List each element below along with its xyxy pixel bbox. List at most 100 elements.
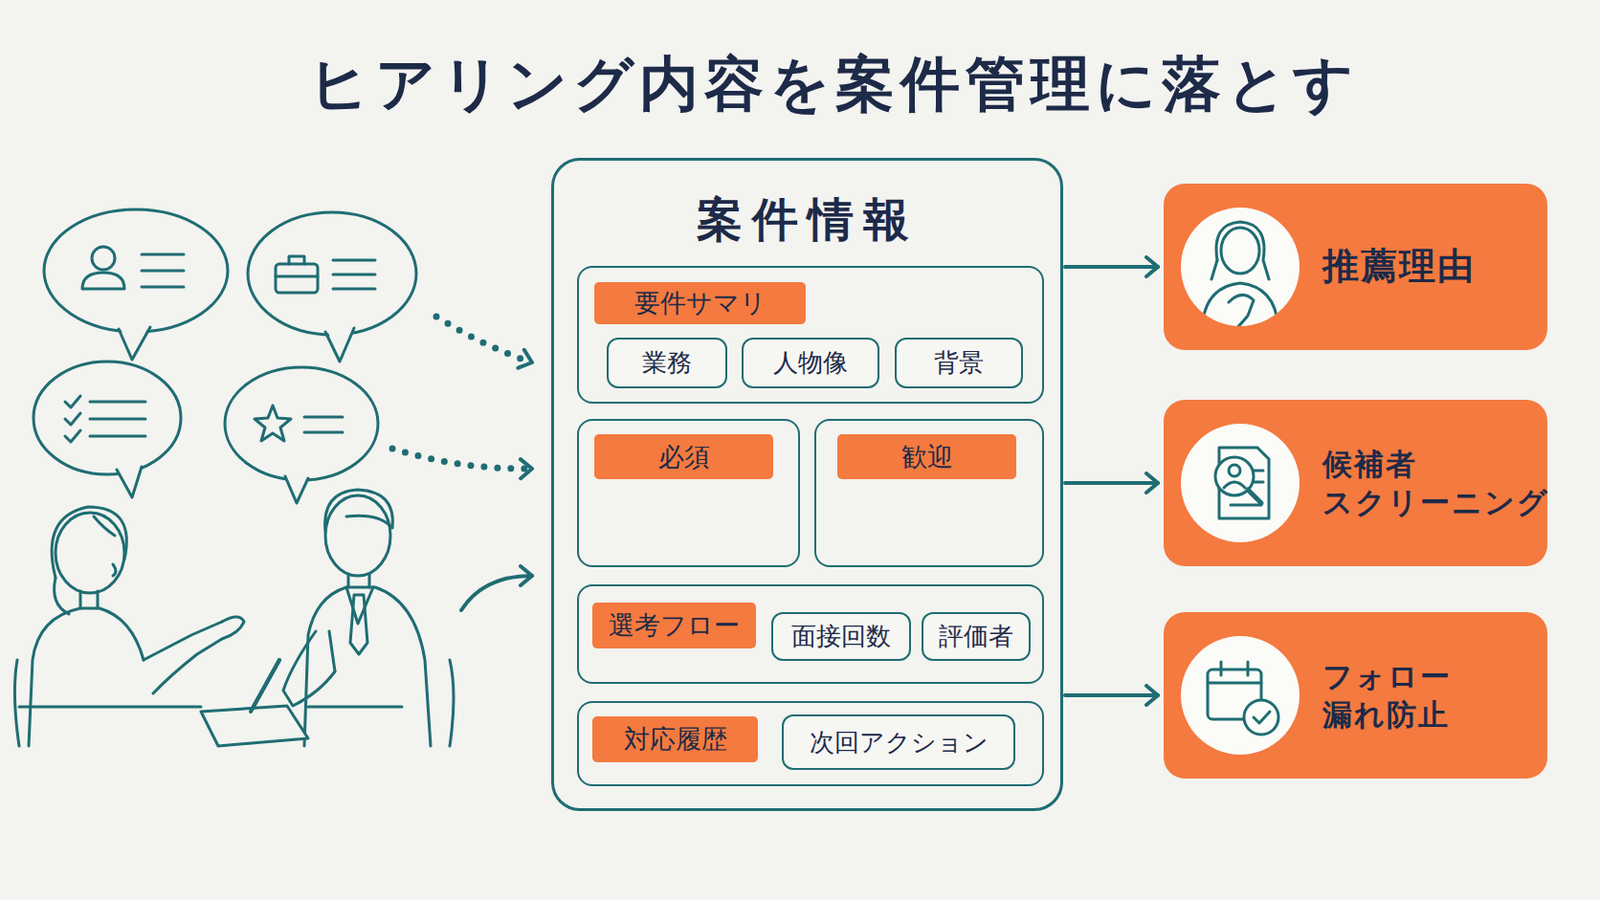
person-figure <box>347 574 351 588</box>
person-figure <box>350 595 368 655</box>
section-tag: 選考フロー <box>592 602 756 649</box>
person-figure <box>250 660 280 712</box>
person-figure <box>200 706 309 747</box>
speech-bubble <box>141 253 184 257</box>
speech-bubble <box>118 327 151 360</box>
node-label: 評価者 <box>923 614 1029 660</box>
node-label: 候補者 スクリーニング <box>1322 400 1553 567</box>
node-label: フォロー 漏れ防止 <box>1322 612 1553 779</box>
speech-bubble <box>247 212 417 362</box>
person-figure <box>325 489 394 533</box>
person-figure <box>329 631 335 672</box>
section-tag: 必須 <box>594 434 774 480</box>
speech-bubble <box>65 430 81 443</box>
speech-bubble <box>89 418 146 422</box>
speech-bubble <box>275 264 318 293</box>
section-box: 必須 <box>577 419 800 568</box>
speech-bubble <box>89 435 146 439</box>
speech-bubble <box>283 470 312 504</box>
node-label: 面接回数 <box>773 614 910 660</box>
person-figure <box>55 512 125 594</box>
diagram-title: ヒアリング内容を案件管理に落とす <box>309 44 1359 125</box>
speech-bubble <box>114 461 144 498</box>
person-figure <box>112 564 116 577</box>
person-figure <box>250 660 280 712</box>
field-box: 業務 <box>606 337 728 389</box>
speech-bubble <box>304 416 343 420</box>
person-figure <box>143 622 223 661</box>
person-figure <box>346 587 374 624</box>
person-figure <box>93 516 115 536</box>
speech-bubble <box>247 212 417 335</box>
field-box: 背景 <box>894 337 1023 389</box>
speech-bubble <box>116 466 142 498</box>
speech-bubble <box>65 413 81 425</box>
speech-bubble <box>254 405 291 442</box>
flow-arrow <box>436 316 533 363</box>
person-figure <box>51 507 127 578</box>
flow-connector <box>1065 265 1158 269</box>
speech-bubble <box>333 273 376 277</box>
flow-arrow <box>461 576 533 611</box>
speech-bubble <box>89 400 146 404</box>
section-box: 対応履歴次回アクション <box>577 701 1045 787</box>
field-box: 面接回数 <box>771 612 912 662</box>
outcome-box: 推薦理由 <box>1163 183 1548 351</box>
speech-bubble <box>275 275 318 279</box>
person-figure <box>449 660 454 747</box>
section-tag: 歓迎 <box>837 434 1017 480</box>
speech-bubble <box>304 431 343 435</box>
person-figure <box>368 574 372 588</box>
speech-bubble <box>325 321 356 362</box>
person-figure <box>14 507 245 747</box>
person-figure <box>304 587 431 747</box>
speech-bubble <box>224 367 378 504</box>
flow-connector <box>1065 481 1158 486</box>
speech-bubble <box>224 367 378 481</box>
person-figure <box>54 577 69 615</box>
table-edge <box>19 706 201 710</box>
flow-arrow <box>392 316 533 611</box>
flow-arrow <box>392 448 533 469</box>
speech-bubble <box>44 209 228 333</box>
info-panel: 案件情報要件サマリ業務人物像背景必須 歓迎選考フロー面接回数評価者対応履歴次回アク… <box>551 157 1064 812</box>
speech-bubble <box>285 476 309 504</box>
illustration <box>14 209 533 747</box>
node-label: 背景 <box>896 339 1022 387</box>
section-box: 選考フロー面接回数評価者 <box>577 584 1045 685</box>
speech-bubble <box>333 288 376 291</box>
speech-bubble <box>333 259 376 263</box>
field-box: 評価者 <box>921 612 1031 662</box>
speech-bubble <box>82 272 125 289</box>
section-tag: 要件サマリ <box>594 282 806 325</box>
person-figure <box>79 591 83 609</box>
person-figure <box>200 489 454 747</box>
field-box: 次回アクション <box>781 714 1016 771</box>
person-figure <box>96 591 100 609</box>
person-figure <box>28 608 144 747</box>
node-label: 人物像 <box>743 339 878 387</box>
speech-bubble <box>288 256 305 265</box>
section-tag: 対応履歴 <box>592 716 758 763</box>
speech-bubble <box>141 269 184 273</box>
speech-bubble <box>325 328 355 362</box>
node-label: 次回アクション <box>783 716 1014 769</box>
node-label: 業務 <box>608 339 726 387</box>
node-label: 推薦理由 <box>1322 183 1553 351</box>
person-figure <box>283 631 335 707</box>
speech-bubble <box>91 246 115 270</box>
panel-heading: 案件情報 <box>554 189 1061 251</box>
flow-connector <box>1065 693 1158 698</box>
speech-bubble <box>33 361 181 475</box>
speech-bubble <box>141 286 184 289</box>
speech-bubble <box>118 321 152 360</box>
section-box: 要件サマリ業務人物像背景 <box>577 266 1045 404</box>
person-figure <box>325 495 391 577</box>
outcome-box: フォロー 漏れ防止 <box>1163 612 1548 779</box>
speech-bubble <box>44 209 228 360</box>
table-edge <box>308 706 402 710</box>
person-figure <box>14 660 20 747</box>
speech-bubble <box>65 396 81 408</box>
speech-bubble <box>33 361 181 498</box>
outcome-box: 候補者 スクリーニング <box>1163 400 1548 567</box>
